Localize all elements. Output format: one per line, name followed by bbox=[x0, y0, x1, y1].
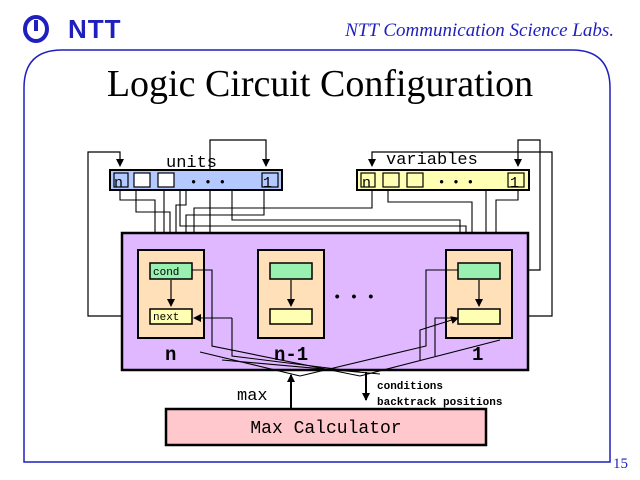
logo-text: NTT bbox=[68, 14, 122, 44]
variables-cell-1: 1 bbox=[510, 175, 519, 192]
unit-n: cond next bbox=[137, 249, 205, 339]
variables-cell-n: n bbox=[362, 175, 371, 192]
ntt-logo-icon bbox=[23, 15, 49, 43]
units-dots: • • • bbox=[190, 176, 226, 190]
max-calculator bbox=[164, 407, 488, 447]
unit-label-n-1: n-1 bbox=[274, 344, 308, 366]
max-label: max bbox=[237, 387, 268, 406]
units-ellipsis: • • • bbox=[333, 290, 375, 306]
conditions-label: conditions bbox=[377, 381, 443, 393]
units-label: units bbox=[166, 154, 217, 173]
variables-dots: • • • bbox=[438, 176, 474, 190]
units-cell-n: n bbox=[114, 175, 123, 192]
unit-1 bbox=[445, 249, 513, 339]
unit-n-minus-1 bbox=[257, 249, 325, 339]
units-register: n • • • 1 bbox=[109, 169, 283, 192]
unit-label-n: n bbox=[165, 344, 176, 366]
slide-title: Logic Circuit Configuration bbox=[106, 63, 534, 105]
calculator-lines bbox=[192, 269, 501, 377]
next-label: next bbox=[153, 312, 179, 324]
cond-label: cond bbox=[153, 267, 179, 279]
unit-label-1: 1 bbox=[472, 344, 483, 366]
organization-name: NTT Communication Science Labs. bbox=[345, 20, 614, 41]
variables-register: n • • • 1 bbox=[356, 169, 530, 192]
units-cell-1: 1 bbox=[263, 175, 272, 192]
page-number: 15 bbox=[613, 456, 628, 472]
max-calculator-label: Max Calculator bbox=[250, 419, 401, 439]
backtrack-label: backtrack positions bbox=[377, 397, 502, 409]
slide-frame bbox=[23, 49, 611, 463]
variables-label: variables bbox=[386, 151, 478, 170]
